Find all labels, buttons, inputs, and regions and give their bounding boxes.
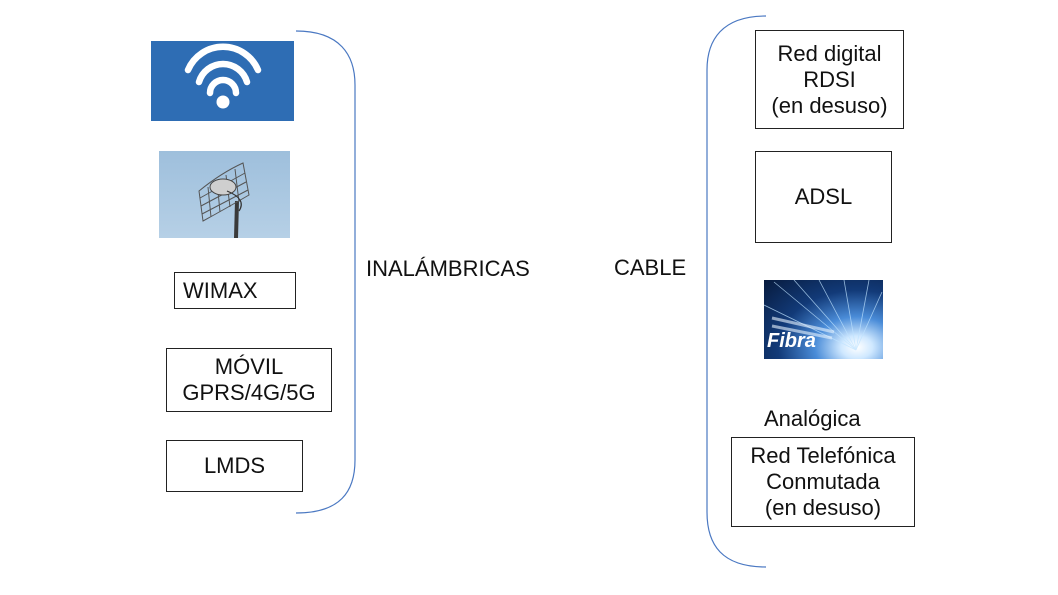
antenna-icon bbox=[198, 162, 250, 239]
lmds-box: LMDS bbox=[166, 440, 303, 492]
right-group-bracket bbox=[706, 15, 767, 568]
movil-box: MÓVIL GPRS/4G/5G bbox=[166, 348, 332, 412]
movil-label: MÓVIL GPRS/4G/5G bbox=[182, 354, 316, 405]
antenna-image bbox=[159, 151, 290, 239]
lmds-label: LMDS bbox=[203, 453, 266, 478]
fiber-image: Fibra bbox=[764, 280, 883, 359]
red-telefonica-box: Red Telefónica Conmutada (en desuso) bbox=[731, 437, 915, 527]
adsl-label: ADSL bbox=[794, 184, 853, 209]
wifi-image bbox=[151, 41, 294, 121]
rdsi-box: Red digital RDSI (en desuso) bbox=[755, 30, 904, 129]
fiber-caption: Fibra bbox=[767, 330, 816, 352]
adsl-box: ADSL bbox=[755, 151, 892, 243]
inalambricas-label: INALÁMBRICAS bbox=[366, 256, 530, 281]
wimax-box: WIMAX bbox=[174, 272, 296, 309]
wifi-icon bbox=[184, 43, 262, 109]
cable-label: CABLE bbox=[614, 255, 687, 280]
left-group-bracket bbox=[295, 30, 356, 514]
rdsi-label: Red digital RDSI (en desuso) bbox=[771, 40, 888, 118]
fiber-strands bbox=[764, 280, 883, 351]
wimax-label: WIMAX bbox=[183, 277, 258, 303]
red-telefonica-label: Red Telefónica Conmutada (en desuso) bbox=[750, 443, 896, 520]
analogica-label: Analógica bbox=[764, 406, 861, 431]
